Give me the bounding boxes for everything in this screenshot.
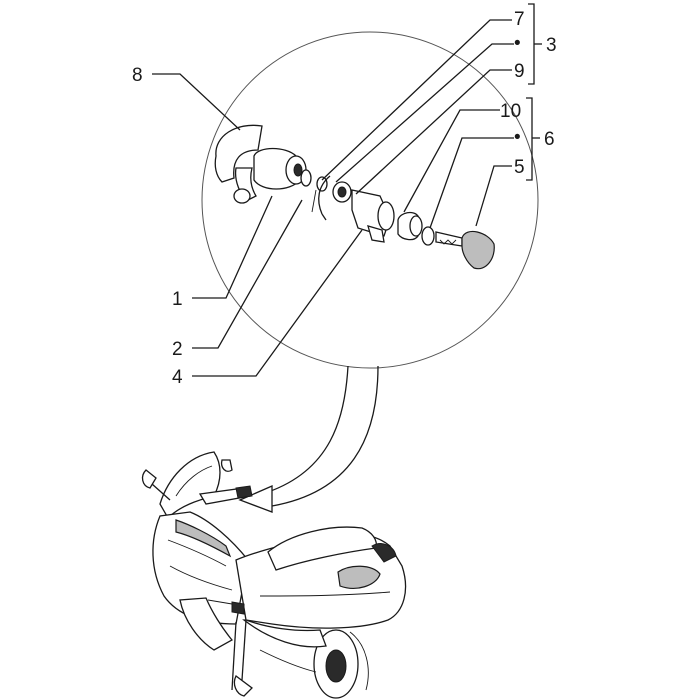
part-10-cylinder-sleeve bbox=[397, 211, 423, 241]
callout-4: 4 bbox=[172, 367, 183, 388]
part-7-spring-clip bbox=[318, 175, 331, 221]
callout-group6-marker: • bbox=[514, 127, 521, 148]
scooter-illustration bbox=[141, 451, 407, 699]
callout-8: 8 bbox=[132, 65, 143, 86]
callout-3: 3 bbox=[546, 35, 557, 56]
part-8-switch-housing bbox=[214, 124, 307, 204]
callout-2: 2 bbox=[172, 339, 183, 360]
part-5-key-and-cylinder bbox=[421, 226, 495, 270]
callout-10: 10 bbox=[500, 101, 521, 122]
part-2-washer bbox=[311, 176, 328, 213]
callout-1: 1 bbox=[172, 289, 183, 310]
callout-group3-marker: • bbox=[514, 33, 521, 54]
part-4-lock-body bbox=[332, 181, 395, 243]
callout-9: 9 bbox=[514, 61, 525, 82]
detail-pointer-arrow bbox=[238, 365, 379, 513]
callout-7: 7 bbox=[514, 9, 525, 30]
callout-6: 6 bbox=[544, 129, 555, 150]
group-brackets bbox=[526, 3, 542, 181]
callout-5: 5 bbox=[514, 157, 525, 178]
part-1-ring bbox=[300, 169, 312, 187]
detail-magnifier-circle bbox=[201, 31, 539, 369]
leader-lines bbox=[152, 19, 514, 377]
